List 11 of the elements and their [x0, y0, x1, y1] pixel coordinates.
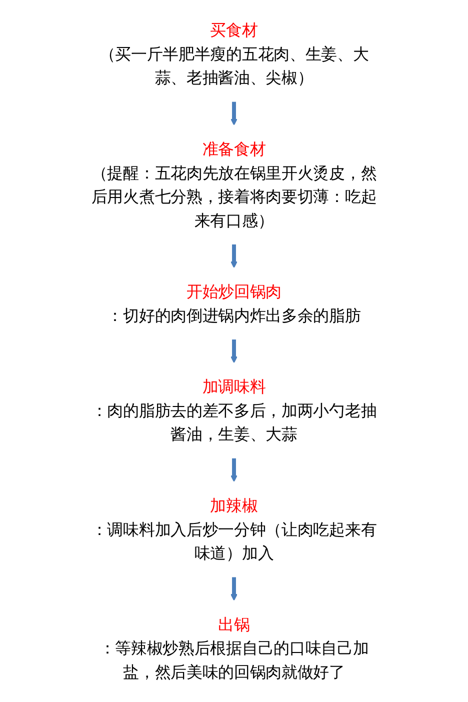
node-text: 加调味料 ：肉的脂肪去的差不多后，加两小勺老抽酱油，生姜、大蒜 [91, 377, 377, 444]
arrow [230, 339, 238, 364]
node-text: 准备食材 （提醒：五花肉先放在锅里开火烫皮，然后用火煮七分熟，接着将肉要切薄：吃起来有口感） [91, 139, 377, 230]
node-text: 买食材 （买一斤半肥半瘦的五花肉、生姜、大蒜、老抽酱油、尖椒） [99, 20, 369, 88]
arrow [230, 101, 238, 126]
node-text: 开始炒回锅肉 ：切好的肉倒进锅内炸出多余的脂肪 [107, 282, 361, 325]
node-text: 加辣椒 ：调味料加入后炒一分钟（让肉吃起来有味道）加入 [91, 496, 377, 563]
node-text: 出锅 ：等辣椒炒熟后根据自己的口味自己加盐，然后美味的回锅肉就做好了 [99, 614, 369, 682]
arrow [230, 244, 238, 268]
arrow [230, 458, 238, 482]
arrow [230, 576, 238, 601]
